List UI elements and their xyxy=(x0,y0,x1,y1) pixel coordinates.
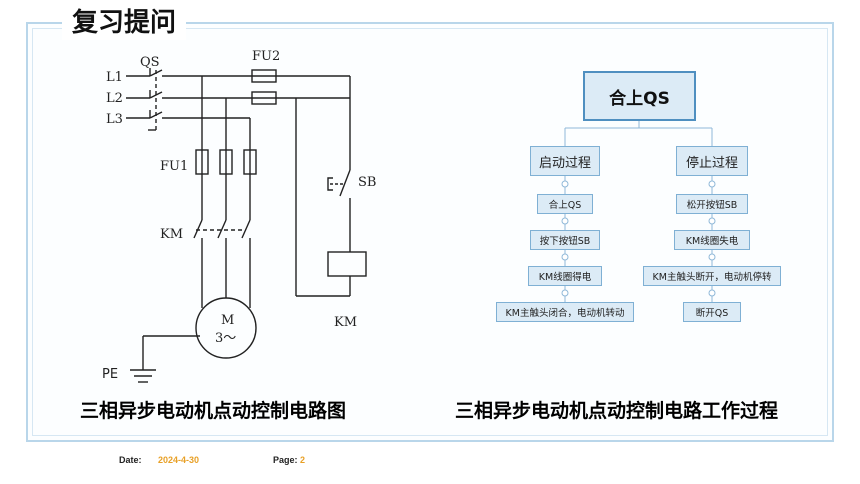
process-start-branch: 启动过程 xyxy=(530,146,600,176)
stop-step-2: KM线圈失电 xyxy=(674,230,750,250)
footer-page: Page: 2 xyxy=(273,455,305,465)
collapse-node-start-2 xyxy=(561,217,569,225)
km-contact-1 xyxy=(193,219,203,239)
footer-page-label: Page: xyxy=(273,455,298,465)
label-l2: L2 xyxy=(106,91,123,106)
collapse-node-start-4 xyxy=(561,289,569,297)
collapse-node-start-1 xyxy=(561,180,569,188)
label-km-main: KM xyxy=(160,227,183,242)
label-motor-m: M xyxy=(221,313,234,328)
collapse-node-start-3 xyxy=(561,253,569,261)
sb-contact xyxy=(339,169,351,197)
start-step-2: 按下按钮SB xyxy=(530,230,600,250)
km-contact-3 xyxy=(241,219,251,239)
content-frame-inner xyxy=(32,28,828,436)
motor-symbol xyxy=(195,297,257,359)
label-pe: PE xyxy=(102,367,118,382)
footer-date: Date: 2024-4-30 xyxy=(119,455,199,465)
page-title: 复习提问 xyxy=(62,6,187,40)
collapse-node-stop-1 xyxy=(708,180,716,188)
label-km-coil: KM xyxy=(334,315,357,330)
footer-page-value: 2 xyxy=(300,455,306,465)
footer-date-label: Date: xyxy=(119,455,142,465)
km-contact-2 xyxy=(217,219,227,239)
process-root: 合上QS xyxy=(583,71,696,121)
start-step-4: KM主触头闭合，电动机转动 xyxy=(496,302,634,322)
stop-step-4: 断开QS xyxy=(683,302,741,322)
stop-step-1: 松开按钮SB xyxy=(676,194,748,214)
stop-step-3: KM主触头断开，电动机停转 xyxy=(643,266,781,286)
label-l1: L1 xyxy=(106,70,123,85)
collapse-node-stop-3 xyxy=(708,253,716,261)
start-step-3: KM线圈得电 xyxy=(528,266,602,286)
start-step-1: 合上QS xyxy=(537,194,593,214)
label-motor-phase: 3～ xyxy=(215,331,236,346)
km-coil xyxy=(327,251,367,277)
fu2-fuse-2 xyxy=(251,91,277,105)
process-stop-branch: 停止过程 xyxy=(676,146,748,176)
footer-date-value: 2024-4-30 xyxy=(158,455,200,465)
sb-button-head xyxy=(327,177,333,191)
label-fu1: FU1 xyxy=(160,159,188,174)
fu2-fuse-1 xyxy=(251,69,277,83)
collapse-node-stop-4 xyxy=(708,289,716,297)
label-qs: QS xyxy=(140,55,160,70)
label-fu2: FU2 xyxy=(252,49,280,64)
label-l3: L3 xyxy=(106,112,123,127)
collapse-node-stop-2 xyxy=(708,217,716,225)
process-caption: 三相异步电动机点动控制电路工作过程 xyxy=(455,400,779,422)
circuit-caption: 三相异步电动机点动控制电路图 xyxy=(80,400,347,422)
label-sb: SB xyxy=(358,175,376,190)
